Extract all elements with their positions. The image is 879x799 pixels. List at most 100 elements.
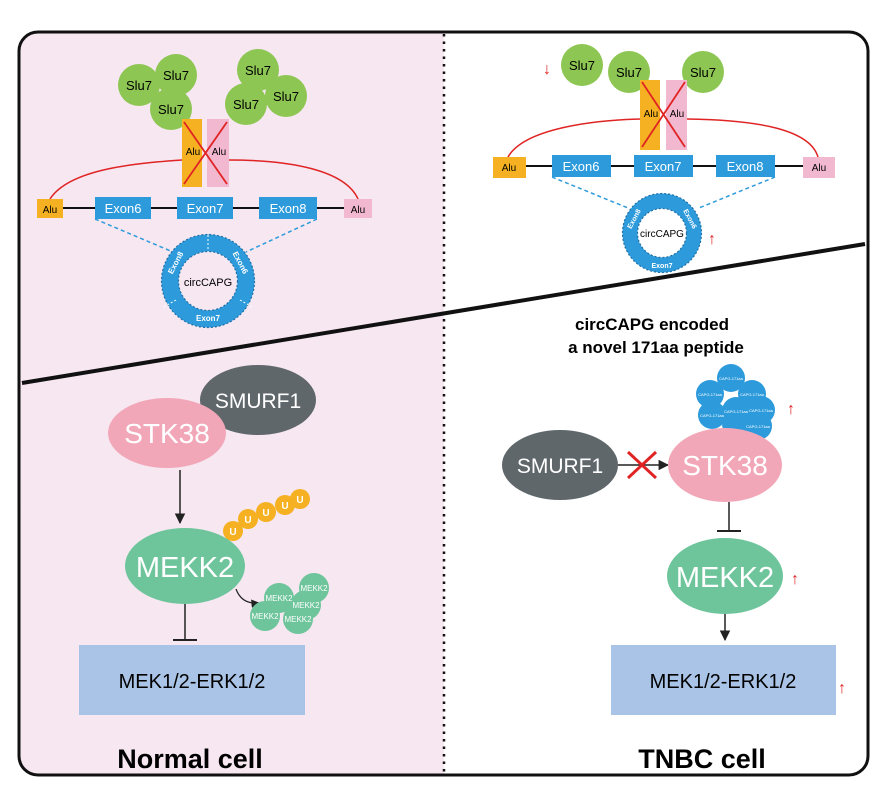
ubiquitin-label: U: [229, 527, 236, 538]
exon7-label: Exon7: [645, 159, 682, 174]
exon7-ring-label: Exon7: [651, 263, 672, 270]
stk38-label: STK38: [124, 418, 210, 449]
intron-loop: [228, 159, 359, 200]
peptide-cluster: CAPG-171aa CAPG-171aa CAPG-171aa CAPG-17…: [696, 364, 775, 440]
outer-frame: [17, 30, 870, 777]
mek-erk-box-normal: [79, 645, 305, 715]
mek-erk-label: MEK1/2-ERK1/2: [650, 671, 797, 693]
panel-title-normal: Normal cell: [117, 744, 263, 774]
alu-label: Alu: [502, 163, 516, 174]
up-arrow-peptide: ↑: [787, 401, 795, 418]
mekk2-label: MEKK2: [676, 562, 774, 594]
ubiquitin-label: U: [262, 508, 269, 519]
mek-erk-box-tnbc: [611, 645, 836, 715]
splice-guide: [245, 218, 318, 253]
slu7-protein: [150, 88, 192, 130]
splice-guide: [94, 218, 174, 253]
slu7-label: Slu7: [163, 68, 189, 83]
exon7-box: [177, 197, 233, 219]
slu7-label: Slu7: [616, 65, 642, 80]
panel-title-tnbc: TNBC cell: [638, 744, 766, 774]
splice-guide: [551, 176, 629, 209]
normal-slu7-cluster-left: Slu7 Slu7 Slu7: [118, 54, 197, 130]
alu-cross-mark: [183, 121, 228, 185]
stk38-node: [668, 428, 782, 502]
exon6-box: [552, 155, 611, 177]
exon7-ring-label: Exon7: [196, 314, 221, 323]
smurf1-node: [502, 430, 618, 500]
slu7-label: Slu7: [273, 89, 299, 104]
smurf1-node: [200, 365, 316, 435]
peptide-label: CAPG-171aa: [749, 408, 774, 413]
smurf1-label: SMURF1: [517, 455, 603, 478]
slu7-label: Slu7: [690, 65, 716, 80]
block-cross-mark: [626, 450, 658, 480]
alu-pair-left: [640, 80, 660, 150]
slu7-label: Slu7: [233, 97, 259, 112]
exon8-label: Exon8: [727, 159, 764, 174]
circcapg-ring-normal: circCAPG Exon8 Exon6 Exon7: [160, 233, 256, 329]
peptide-label: CAPG-171aa: [698, 392, 723, 397]
exon7-box: [634, 155, 693, 177]
circcapg-ring-tnbc: circCAPG Exon8 Exon6 Exon7: [621, 192, 703, 274]
smurf1-label: SMURF1: [215, 390, 301, 413]
exon8-box: [716, 155, 775, 177]
up-arrow-mekk2: ↑: [791, 571, 799, 588]
alu-flank-left: [493, 157, 526, 178]
exon6-box: [95, 197, 151, 219]
exon7-label: Exon7: [187, 201, 224, 216]
slu7-protein: [225, 83, 267, 125]
splice-guide: [698, 176, 776, 209]
mekk2-fragment-label: MEKK2: [265, 594, 293, 603]
slu7-protein: [561, 44, 603, 86]
peptide-label: CAPG-171aa: [724, 409, 749, 414]
alu-label: Alu: [351, 205, 365, 216]
intron-loop: [507, 118, 641, 158]
alu-label: Alu: [670, 109, 684, 120]
exon6-label: Exon6: [563, 159, 600, 174]
mekk2-fragment-label: MEKK2: [300, 584, 328, 593]
intron-loop: [686, 118, 819, 158]
mekk2-fragment-label: MEKK2: [284, 615, 312, 624]
alu-pair-left: [182, 119, 202, 187]
alu-cross-mark: [641, 81, 686, 148]
peptide-label: CAPG-171aa: [746, 424, 771, 429]
peptide-label: CAPG-171aa: [740, 392, 765, 397]
mekk2-fragment-label: MEKK2: [292, 601, 320, 610]
ubiquitin-chain: U U U U U: [223, 489, 310, 541]
circcapg-label: circCAPG: [640, 229, 684, 240]
alu-label: Alu: [812, 163, 826, 174]
intron-loop: [49, 159, 183, 200]
exon8-label: Exon8: [270, 201, 307, 216]
slu7-protein: [608, 51, 650, 93]
normal-slu7-cluster-right: Slu7 Slu7 Slu7: [225, 49, 307, 125]
alu-pair-right: [666, 80, 687, 150]
slu7-protein: [237, 49, 279, 91]
mekk2-degraded-cluster: MEKK2 MEKK2 MEKK2 MEKK2 MEKK2: [250, 573, 329, 634]
peptide-label: CAPG-171aa: [700, 413, 725, 418]
mekk2-label: MEKK2: [136, 552, 234, 584]
ubiquitin-label: U: [244, 515, 251, 526]
alu-label: Alu: [644, 109, 658, 120]
slu7-label: Slu7: [569, 58, 595, 73]
encoded-text-line2: a novel 171aa peptide: [568, 338, 744, 357]
slu7-label: Slu7: [245, 63, 271, 78]
alu-flank-left: [37, 199, 63, 218]
stk38-label: STK38: [682, 450, 768, 481]
degradation-arrow: [235, 588, 260, 608]
mekk2-node: [125, 528, 245, 604]
slu7-protein: [265, 75, 307, 117]
down-arrow-slu7: ↓: [543, 61, 551, 78]
circcapg-label: circCAPG: [184, 277, 232, 289]
stk38-node: [108, 398, 226, 468]
peptide-label: CAPG-171aa: [719, 376, 744, 381]
mekk2-node: [667, 538, 783, 614]
slu7-protein: [118, 64, 160, 106]
section-separator-line: [21, 242, 866, 385]
alu-label: Alu: [212, 147, 226, 158]
encoded-text-line1: circCAPG encoded: [575, 315, 729, 334]
ubiquitin-label: U: [296, 495, 303, 506]
alu-label: Alu: [43, 205, 57, 216]
alu-flank-right: [803, 157, 835, 178]
